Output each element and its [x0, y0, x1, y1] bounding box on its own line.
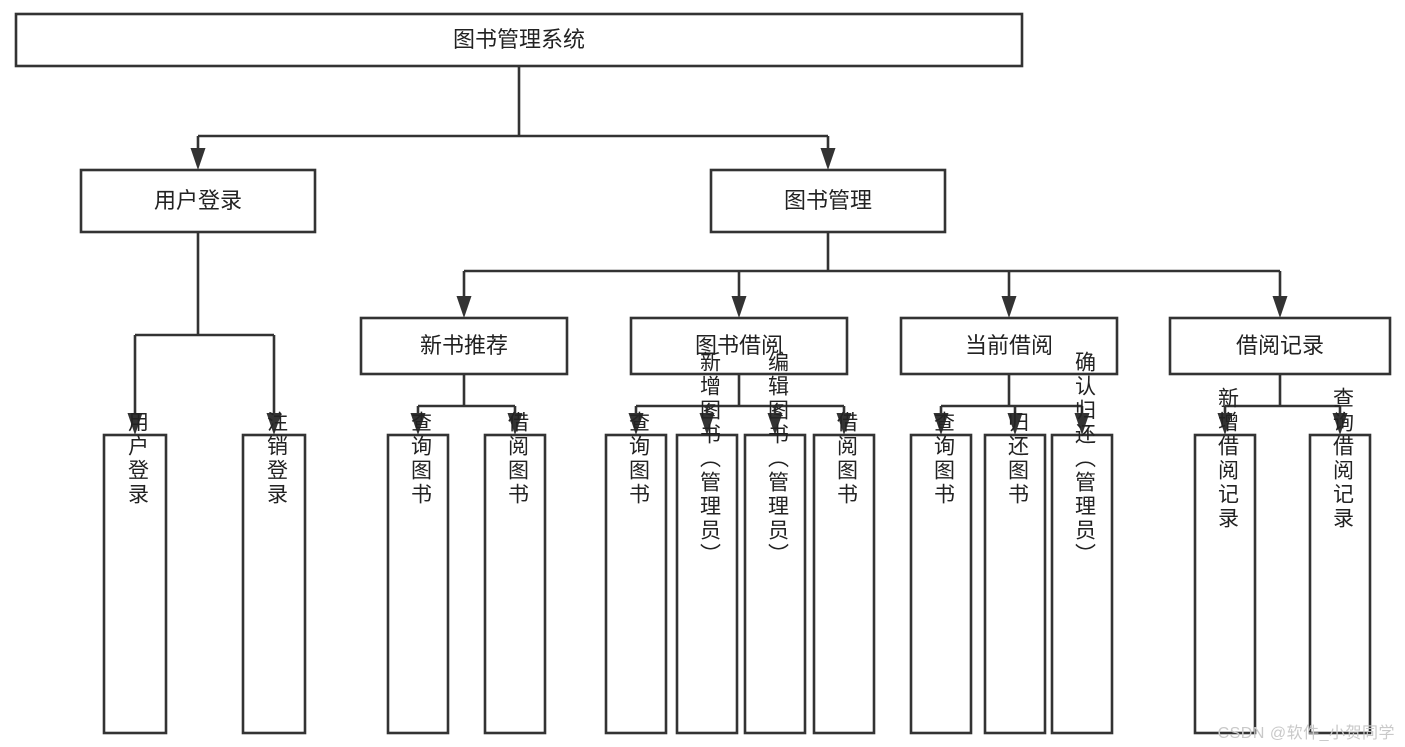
node-leaf-query-book-3[interactable]: 查询图书 — [909, 411, 973, 735]
arrow-head-icon — [127, 413, 143, 435]
arrow-head-icon — [266, 413, 282, 435]
arrow-head-icon — [1074, 413, 1090, 435]
node-box[interactable] — [79, 168, 317, 234]
node-box[interactable] — [483, 433, 547, 735]
node-current-borrow[interactable]: 当前借阅 — [899, 316, 1119, 376]
node-user-login[interactable]: 用户登录 — [79, 168, 317, 234]
node-box[interactable] — [675, 433, 739, 735]
node-label: 用户登录 — [154, 188, 242, 213]
node-label: 编辑图书（管理员） — [765, 351, 789, 567]
node-label: 注销登录 — [264, 411, 288, 507]
node-leaf-user-login[interactable]: 用户登录 — [102, 411, 168, 735]
node-root[interactable]: 图书管理系统 — [14, 12, 1024, 68]
node-box[interactable] — [629, 316, 849, 376]
node-leaf-user-logout[interactable]: 注销登录 — [241, 411, 307, 735]
node-leaf-borrow-book-1[interactable]: 借阅图书 — [483, 411, 547, 735]
node-new-book-rec[interactable]: 新书推荐 — [359, 316, 569, 376]
arrow-head-icon — [933, 413, 949, 435]
arrow-head-icon — [507, 413, 523, 435]
arrow-head-icon — [410, 413, 426, 435]
node-leaf-add-book[interactable]: 新增图书（管理员） — [675, 351, 739, 735]
node-box[interactable] — [1308, 433, 1372, 735]
node-leaf-return-book[interactable]: 归还图书 — [983, 411, 1047, 735]
node-label: 查询借阅记录 — [1330, 387, 1354, 531]
node-label: 新增图书（管理员） — [697, 351, 721, 567]
arrow-head-icon — [1007, 413, 1023, 435]
node-label: 图书借阅 — [695, 333, 783, 358]
arrow-head-icon — [628, 413, 644, 435]
node-box[interactable] — [14, 12, 1024, 68]
node-label: 借阅图书 — [834, 411, 858, 507]
node-label: 图书管理 — [784, 188, 872, 213]
arrow-head-icon — [836, 413, 852, 435]
arrow-head-icon — [699, 413, 715, 435]
node-leaf-query-book-2[interactable]: 查询图书 — [604, 411, 668, 735]
node-label: 新书推荐 — [420, 333, 508, 358]
arrow-head-icon — [820, 148, 836, 170]
node-label: 用户登录 — [125, 411, 149, 507]
arrow-head-icon — [1001, 296, 1017, 318]
node-label: 归还图书 — [1005, 411, 1029, 507]
node-label: 查询图书 — [626, 411, 650, 507]
arrow-head-icon — [1217, 413, 1233, 435]
node-borrow-record[interactable]: 借阅记录 — [1168, 316, 1392, 376]
node-leaf-query-book-1[interactable]: 查询图书 — [386, 411, 450, 735]
arrow-head-icon — [1332, 413, 1348, 435]
node-book-manage[interactable]: 图书管理 — [709, 168, 947, 234]
node-label: 查询图书 — [931, 411, 955, 507]
connector-layer — [127, 66, 1348, 435]
node-leaf-borrow-book-2[interactable]: 借阅图书 — [812, 411, 876, 735]
node-box[interactable] — [1168, 316, 1392, 376]
node-box[interactable] — [1193, 433, 1257, 735]
node-label: 借阅记录 — [1236, 333, 1324, 358]
node-label: 查询图书 — [408, 411, 432, 507]
node-label: 当前借阅 — [965, 333, 1053, 358]
node-box[interactable] — [899, 316, 1119, 376]
node-box[interactable] — [812, 433, 876, 735]
arrow-head-icon — [767, 413, 783, 435]
arrow-head-icon — [731, 296, 747, 318]
node-box[interactable] — [386, 433, 450, 735]
node-box[interactable] — [709, 168, 947, 234]
node-box[interactable] — [604, 433, 668, 735]
node-box[interactable] — [909, 433, 973, 735]
node-label: 借阅图书 — [505, 411, 529, 507]
watermark-text: CSDN @软件_小贺同学 — [1217, 725, 1395, 742]
node-layer: 图书管理系统用户登录图书管理新书推荐图书借阅当前借阅借阅记录用户登录注销登录查询… — [14, 12, 1392, 735]
arrow-head-icon — [456, 296, 472, 318]
arrow-head-icon — [190, 148, 206, 170]
node-leaf-add-record[interactable]: 新增借阅记录 — [1193, 387, 1257, 735]
node-label: 图书管理系统 — [453, 27, 585, 52]
node-label: 新增借阅记录 — [1215, 387, 1239, 531]
node-box[interactable] — [1050, 433, 1114, 735]
arrow-head-icon — [1272, 296, 1288, 318]
node-box[interactable] — [241, 433, 307, 735]
node-box[interactable] — [102, 433, 168, 735]
node-book-borrow[interactable]: 图书借阅 — [629, 316, 849, 376]
node-leaf-edit-book[interactable]: 编辑图书（管理员） — [743, 351, 807, 735]
node-box[interactable] — [359, 316, 569, 376]
node-leaf-query-record[interactable]: 查询借阅记录 — [1308, 387, 1372, 735]
node-label: 确认归还（管理员） — [1072, 351, 1096, 567]
node-box[interactable] — [743, 433, 807, 735]
node-leaf-confirm-return[interactable]: 确认归还（管理员） — [1050, 351, 1114, 735]
node-box[interactable] — [983, 433, 1047, 735]
